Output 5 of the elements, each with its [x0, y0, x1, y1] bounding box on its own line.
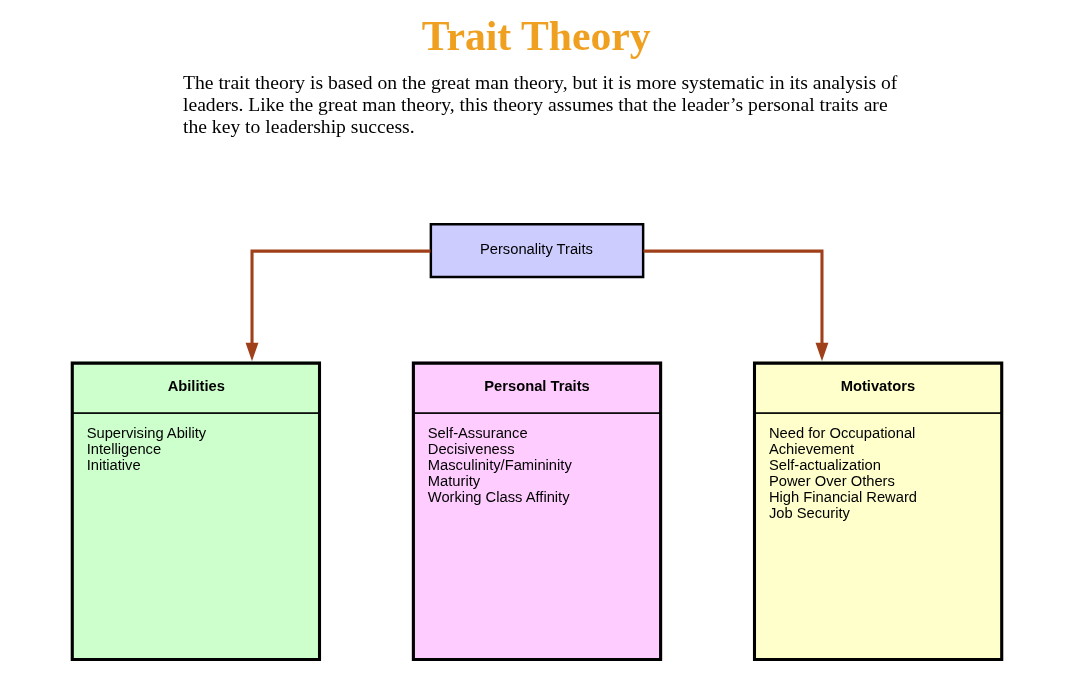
node-box: Personality Traits [429, 222, 644, 279]
diagram-title: Trait Theory [421, 13, 651, 60]
label: The trait theory is based on the great man theory, but it is more systematic in its analysis of leaders. Like the great man theory, this theory assumes that the leader’s personal traits are the key to leadership success. [182, 71, 897, 138]
arrow [643, 249, 828, 362]
arrow [245, 249, 430, 362]
